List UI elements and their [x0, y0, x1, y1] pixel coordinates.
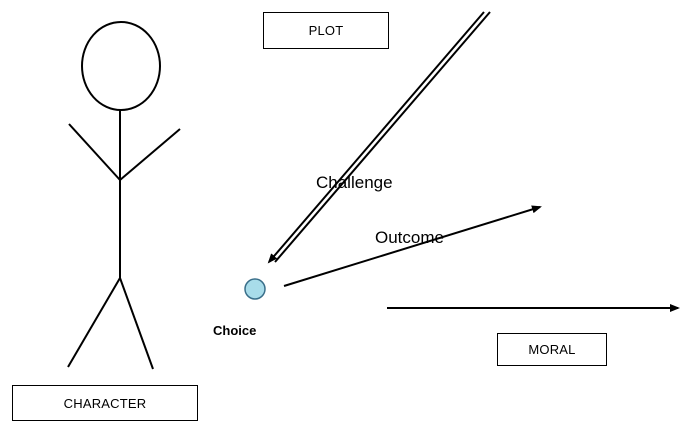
plot-box: PLOT [263, 12, 389, 49]
character-label: CHARACTER [63, 395, 147, 411]
moral-label: MORAL [528, 342, 576, 357]
stick-figure-left-leg [67, 277, 121, 368]
choice-label: Choice [213, 323, 257, 338]
challenge-label: Challenge [316, 173, 393, 192]
outcome-arrow [283, 205, 542, 287]
stick-figure-head [81, 21, 161, 111]
character-box: CHARACTER [12, 385, 198, 421]
stick-figure-right-leg [119, 277, 154, 370]
moral-box: MORAL [497, 333, 607, 366]
stick-figure-left-arm [68, 123, 121, 181]
challenge-arrow [267, 11, 491, 264]
plot-label: PLOT [308, 23, 344, 38]
stick-figure-right-arm [119, 128, 181, 181]
choice-node [244, 278, 266, 300]
stick-figure-character [67, 21, 181, 370]
outcome-label: Outcome [375, 228, 444, 247]
